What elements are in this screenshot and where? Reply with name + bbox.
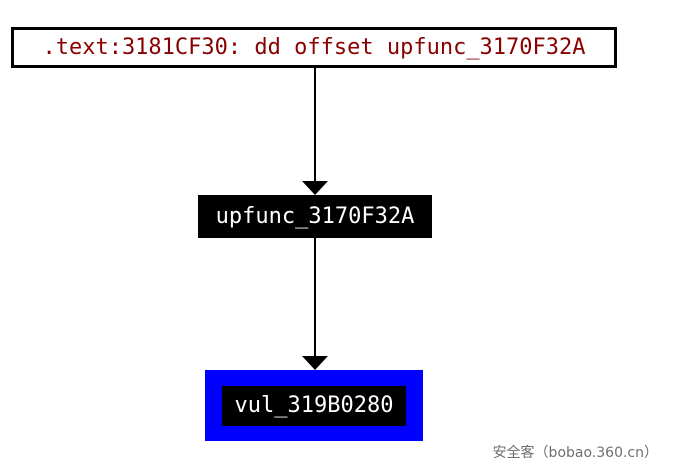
watermark-text: 安全客（bobao.360.cn） xyxy=(492,445,658,461)
edge-line xyxy=(314,238,316,357)
xref-node-label: .text:3181CF30: dd offset upfunc_3170F32… xyxy=(42,35,586,60)
vul-node-label: vul_319B0280 xyxy=(234,393,394,418)
arrow-down-icon xyxy=(302,181,328,195)
arrow-down-icon xyxy=(302,356,328,370)
upfunc-node-label: upfunc_3170F32A xyxy=(215,204,415,229)
graph-node-xref[interactable]: .text:3181CF30: dd offset upfunc_3170F32… xyxy=(11,27,617,68)
graph-node-vul[interactable]: vul_319B0280 xyxy=(222,385,406,426)
graph-node-vul-highlight[interactable]: vul_319B0280 xyxy=(205,370,423,441)
edge-line xyxy=(314,68,316,182)
graph-node-upfunc[interactable]: upfunc_3170F32A xyxy=(198,195,432,238)
